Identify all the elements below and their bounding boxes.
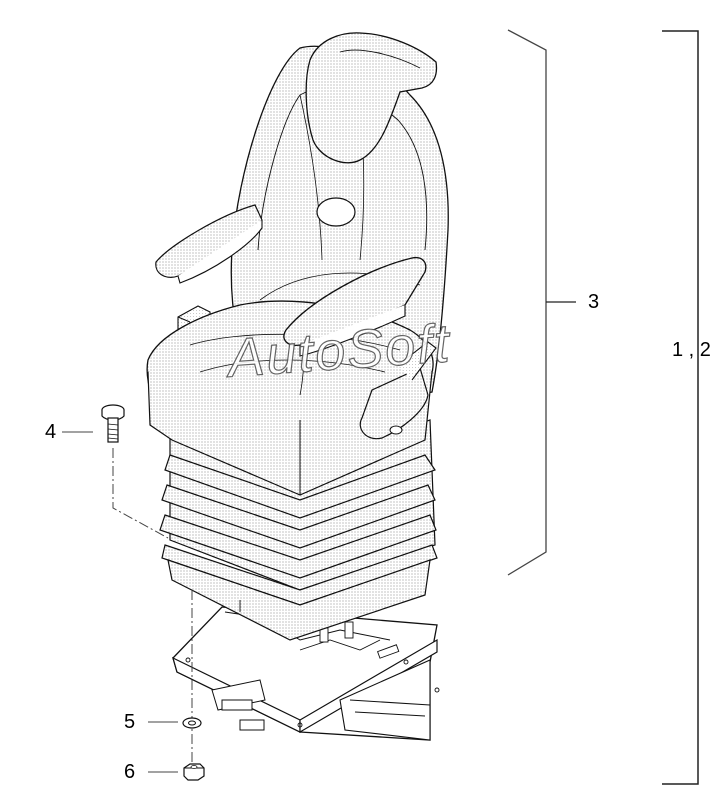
nut-part-6: [148, 763, 205, 781]
callout-5: 5: [124, 711, 136, 733]
seat-cushion: [146, 300, 434, 496]
callout-4: 4: [45, 421, 57, 443]
left-armrest: [155, 204, 263, 284]
right-armrest: [283, 256, 427, 357]
bracket-1-2: [662, 30, 699, 785]
assembly-line-bolt: [112, 448, 169, 539]
callout-1-2: 1 , 2: [672, 339, 711, 361]
bolt-part-4: [62, 404, 125, 443]
bracket-3: [507, 29, 547, 576]
seat-base-plate: [172, 606, 440, 741]
seatbelt-buckle: [359, 341, 437, 440]
callout-6: 6: [124, 761, 136, 783]
callout-3: 3: [588, 291, 600, 313]
washer-part-5: [148, 717, 202, 729]
